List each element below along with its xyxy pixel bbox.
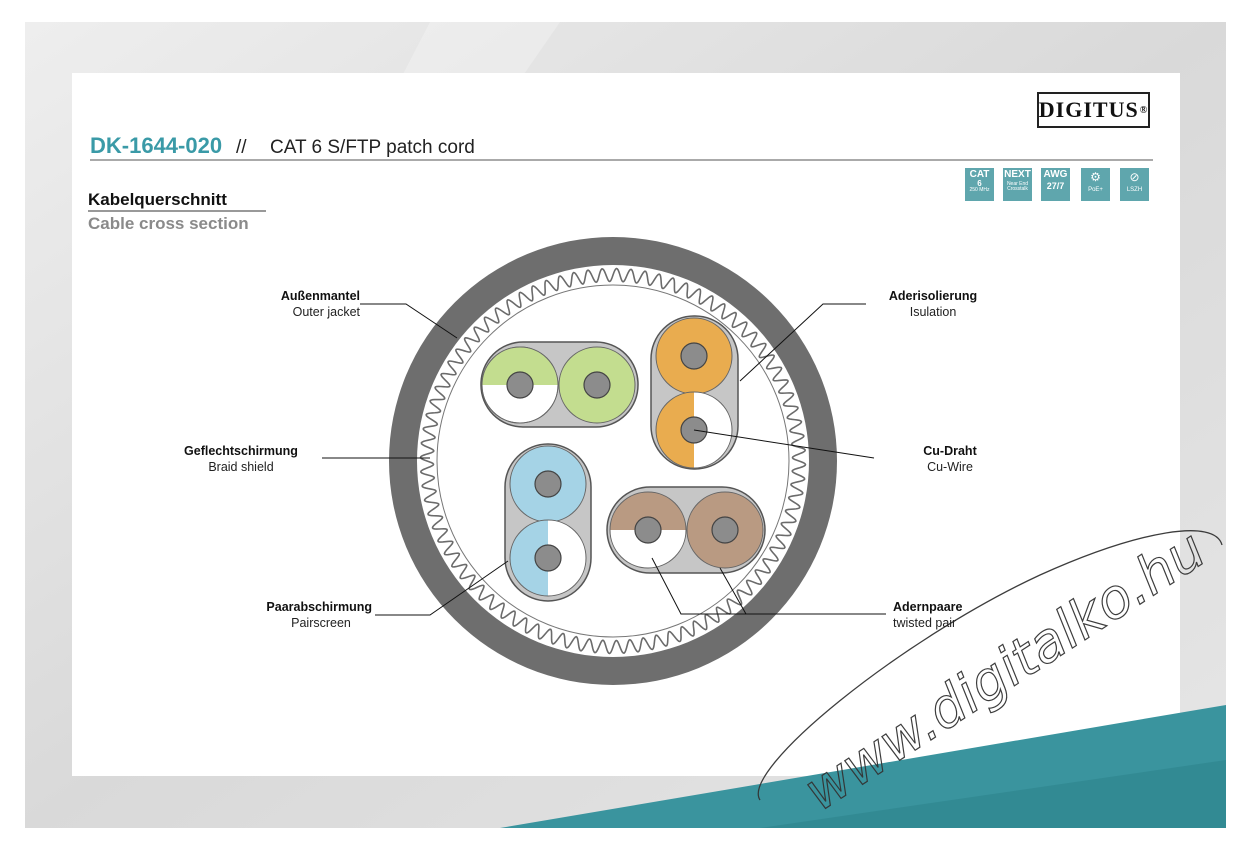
leader-pair-screen <box>375 560 509 616</box>
leader-insulation <box>739 303 866 382</box>
pair-brown <box>606 486 766 574</box>
copper-wire <box>506 371 534 399</box>
pair-orange <box>650 315 739 470</box>
badge-next-sub1: Near End <box>1006 181 1029 187</box>
insulation-brown-white <box>609 491 687 569</box>
label-twisted-pair: Adernpaare twisted pair <box>893 600 1003 630</box>
next-icon: NEXT Near End Crosstalk <box>1003 168 1032 201</box>
label-braid-shield: Geflechtschirmung Braid shield <box>166 444 316 474</box>
label-outer-jacket: Außenmantel Outer jacket <box>220 289 360 319</box>
poe-plug-icon: ⚙ PoE+ <box>1081 168 1110 201</box>
inner-foil <box>436 284 790 638</box>
insulation-orange-white <box>655 391 733 469</box>
brand-logo: DIGITUS® <box>1037 92 1150 128</box>
copper-wire <box>680 342 708 370</box>
badge-cat-label: CAT <box>969 169 990 180</box>
label-cu-wire: Cu-Draht Cu-Wire <box>905 444 995 474</box>
label-cu-wire-en: Cu-Wire <box>927 460 973 474</box>
label-braid-shield-de: Geflechtschirmung <box>184 444 298 458</box>
label-insulation: Aderisolierung Isulation <box>868 289 998 319</box>
copper-wire <box>534 544 562 572</box>
label-insulation-de: Aderisolierung <box>888 289 978 303</box>
badge-lszh-label: LSZH <box>1126 187 1143 193</box>
leader-lines <box>322 303 886 616</box>
awg-icon: AWG 27/7 <box>1041 168 1070 201</box>
label-cu-wire-de: Cu-Draht <box>923 444 977 458</box>
leader-outer-jacket <box>360 303 458 339</box>
insulation-green-white <box>481 346 559 424</box>
leader-twisted-pair-2 <box>719 567 747 615</box>
pair-green <box>480 341 639 428</box>
label-twisted-pair-de: Adernpaare <box>893 600 963 614</box>
product-code: DK-1644-020 <box>90 133 223 158</box>
copper-wire <box>583 371 611 399</box>
product-description: CAT 6 S/FTP patch cord <box>270 137 475 158</box>
label-outer-jacket-en: Outer jacket <box>292 305 360 319</box>
copper-wire <box>634 516 662 544</box>
badge-awg-value: 27/7 <box>1046 181 1065 191</box>
badge-next-label: NEXT <box>1004 169 1031 180</box>
label-braid-shield-en: Braid shield <box>208 460 274 474</box>
badge-awg-label: AWG <box>1043 169 1068 180</box>
label-outer-jacket-de: Außenmantel <box>280 289 360 303</box>
badge-cat-value: 6 <box>977 179 982 188</box>
leader-cu-wire <box>693 429 875 459</box>
label-twisted-pair-en: twisted pair <box>893 616 957 630</box>
label-pair-screen: Paarabschirmung Pairscreen <box>230 600 372 630</box>
insulation-blue-white <box>509 519 587 597</box>
registered-mark: ® <box>1139 104 1149 116</box>
label-pair-screen-de: Paarabschirmung <box>266 600 372 614</box>
badge-cat-freq: 250 MHz <box>969 187 990 193</box>
pair-blue <box>504 443 592 602</box>
label-pair-screen-en: Pairscreen <box>291 616 351 630</box>
badge-poe-label: PoE+ <box>1088 187 1103 193</box>
braid-shield <box>419 267 807 655</box>
copper-wire <box>711 516 739 544</box>
leader-twisted-pair-1 <box>651 557 886 615</box>
badge-next-sub2: Crosstalk <box>1007 186 1028 192</box>
label-insulation-en: Isulation <box>909 305 957 319</box>
copper-wire <box>534 470 562 498</box>
cat-icon: CAT 6 250 MHz <box>965 168 994 201</box>
header-separator: // <box>236 137 247 158</box>
section-title-en: Cable cross section <box>88 214 249 233</box>
no-halogen-icon: ⊘ LSZH <box>1120 168 1149 201</box>
brand-name: DIGITUS <box>1038 97 1139 122</box>
section-title-de: Kabelquerschnitt <box>88 190 227 209</box>
